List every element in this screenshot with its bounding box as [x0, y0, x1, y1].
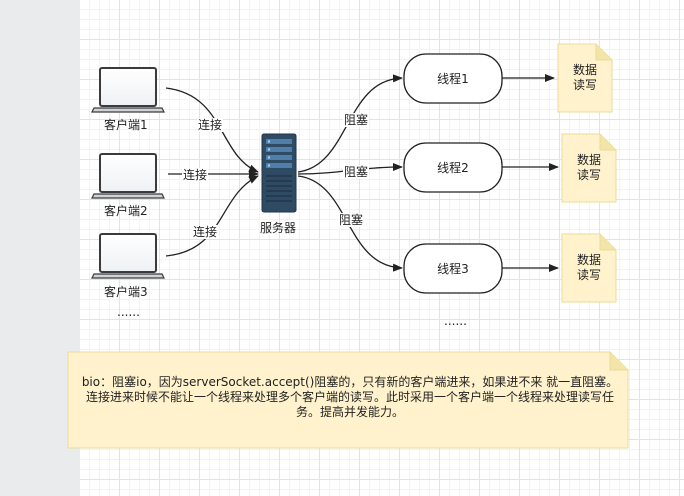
- note-rw-1-fold: [595, 44, 612, 61]
- description-note[interactable]: [67, 351, 629, 449]
- note-rw-2[interactable]: [561, 133, 617, 203]
- client-label-3: 客户端3: [104, 285, 148, 299]
- edge-label-connect-1: 连接: [197, 118, 224, 132]
- description-text: bio：阻塞io，因为serverSocket.accept()阻塞的，只有新的…: [81, 375, 619, 419]
- client-label-1: 客户端1: [104, 118, 148, 132]
- description-note-fold: [609, 352, 628, 371]
- edge-label-block-2: 阻塞: [343, 165, 370, 179]
- note-rw-3-fold: [599, 234, 616, 251]
- edge-label-block-1: 阻塞: [343, 113, 370, 127]
- laptop-icon-client1[interactable]: [91, 67, 165, 113]
- thread-label-3: 线程3: [437, 262, 469, 276]
- clients-more-ellipsis: ......: [117, 305, 140, 319]
- client-label-2: 客户端2: [104, 204, 148, 218]
- server-icon[interactable]: [261, 133, 297, 213]
- note-rw-label-3: 数据 读写: [576, 253, 601, 282]
- threads-more-ellipsis: ......: [444, 314, 467, 328]
- note-rw-1[interactable]: [557, 43, 613, 113]
- edge-client3-server: [165, 175, 259, 257]
- thread-label-1: 线程1: [437, 72, 469, 86]
- edge-label-block-3: 阻塞: [338, 213, 365, 227]
- edge-label-connect-3: 连接: [192, 225, 219, 239]
- edge-label-connect-2: 连接: [182, 168, 209, 182]
- note-rw-label-1: 数据 读写: [572, 63, 597, 92]
- note-rw-3[interactable]: [561, 233, 617, 303]
- note-rw-2-fold: [599, 134, 616, 151]
- thread-label-2: 线程2: [437, 161, 469, 175]
- laptop-icon-client2[interactable]: [91, 153, 165, 199]
- laptop-icon-client3[interactable]: [91, 233, 165, 279]
- server-label: 服务器: [260, 221, 297, 235]
- note-rw-label-2: 数据 读写: [576, 153, 601, 182]
